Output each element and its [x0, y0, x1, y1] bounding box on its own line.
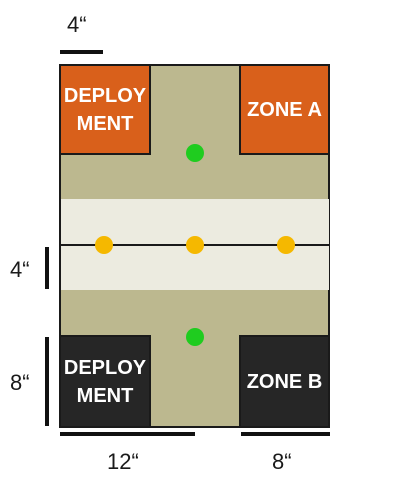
zone-b: ZONE B	[239, 335, 330, 428]
deploy-scale-bar	[45, 337, 49, 426]
bottom-left-scale-bar	[60, 432, 195, 436]
top-scale-label: 4“	[67, 12, 87, 37]
band-scale-bar	[45, 247, 49, 289]
top-scale-bar	[60, 50, 103, 54]
objective-marker-center	[186, 236, 204, 254]
deploy-scale-label: 8“	[10, 370, 30, 395]
band-scale-label: 4“	[10, 257, 30, 282]
bottom-right-scale-label: 8“	[272, 449, 292, 474]
deployment-zone-top-left: DEPLOY MENT	[59, 64, 151, 155]
objective-marker-center-left	[95, 236, 113, 254]
zone-a: ZONE A	[239, 64, 330, 155]
objective-marker-bottom	[186, 328, 204, 346]
bottom-left-scale-label: 12“	[107, 449, 139, 474]
objective-marker-center-right	[277, 236, 295, 254]
objective-marker-top	[186, 144, 204, 162]
bottom-right-scale-bar	[241, 432, 330, 436]
deployment-zone-bottom-left: DEPLOY MENT	[59, 335, 151, 428]
